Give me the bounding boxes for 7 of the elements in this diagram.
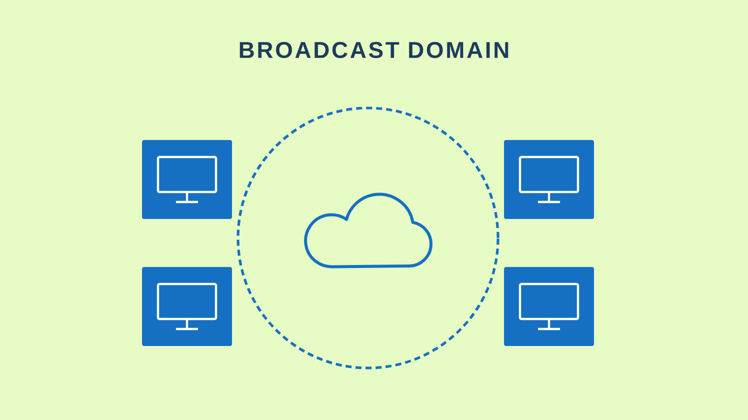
computer-box — [142, 267, 232, 346]
dashed-circle — [236, 106, 500, 370]
computer-box — [504, 267, 594, 346]
computer-box — [504, 140, 594, 219]
title: BROADCAST DOMAIN — [240, 42, 508, 58]
cloud-icon — [304, 192, 432, 268]
computer-box — [142, 140, 232, 219]
